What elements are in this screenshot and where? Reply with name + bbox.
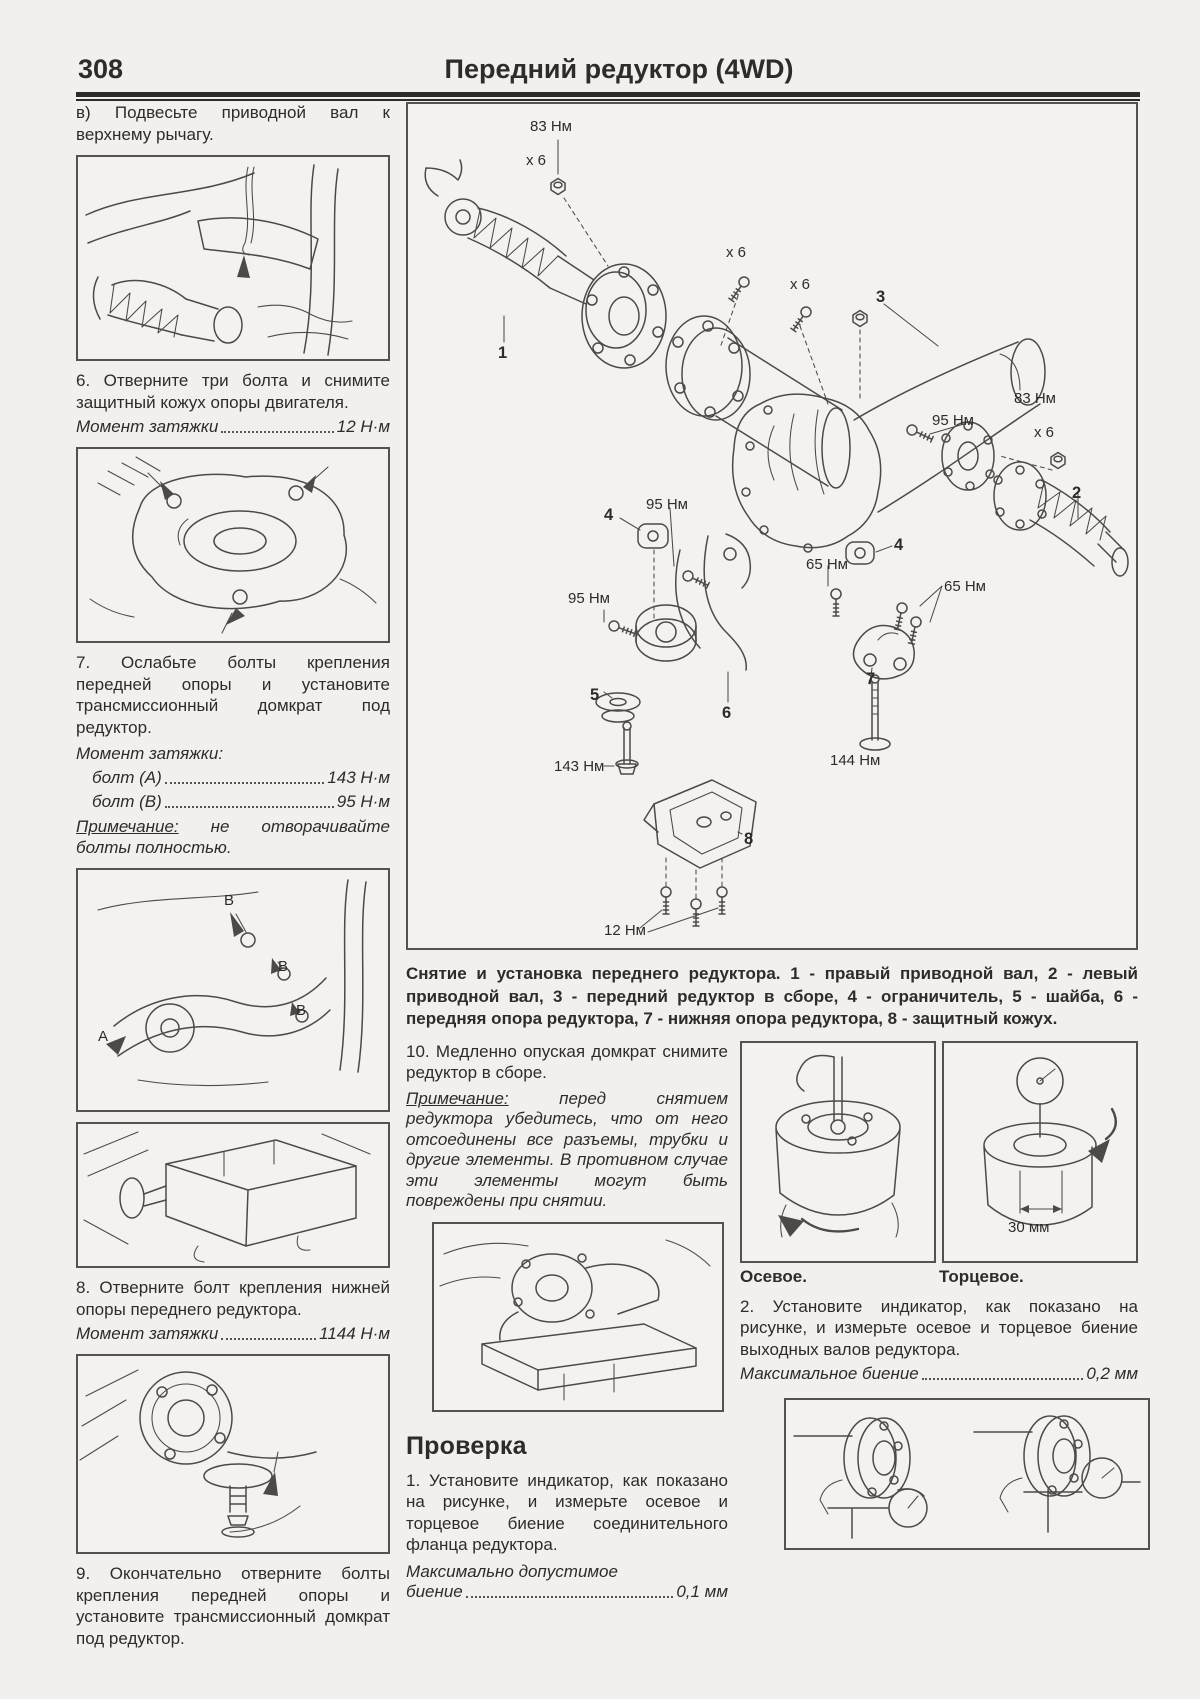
diagram-annotation: 30 мм xyxy=(1008,1218,1050,1236)
left-column: в) Подвесьте приводной вал к верхнему ры… xyxy=(76,102,390,1649)
figure-face-runout: 30 мм xyxy=(942,1040,1138,1263)
figure-output-shaft-runout xyxy=(784,1398,1150,1550)
part-number-label: 4 xyxy=(604,506,614,524)
hang-driveshaft-art xyxy=(85,164,353,356)
exploded-diagram-art xyxy=(424,139,1129,933)
dot-leader xyxy=(164,782,325,784)
step8-text: 8. Отверните болт крепления нижней опоры… xyxy=(76,1278,390,1319)
page-title: Передний редуктор (4WD) xyxy=(444,54,794,84)
transmission-jack-art xyxy=(83,1131,371,1263)
part-number-label: 8 xyxy=(744,830,754,848)
dot-leader xyxy=(221,1338,317,1340)
figure-mount-cover xyxy=(76,447,390,643)
part-number-label: 1 xyxy=(498,344,508,362)
front-mount-art xyxy=(97,879,367,1087)
part-number-label: 5 xyxy=(590,686,600,704)
diagram-annotation: х 6 xyxy=(790,276,811,293)
right-region: 83 Нм х 6 1 х 6 х 6 3 83 Нм х 6 95 Нм 2 95 Нм 4 4 65 … xyxy=(406,102,1150,1602)
runout-labels: Осевое. Торцевое. xyxy=(740,1267,1138,1287)
bottom-columns: 10. Медленно опуская домкрат снимите ред… xyxy=(406,1040,1150,1602)
diagram-annotation: х 6 xyxy=(526,152,547,169)
diagram-annotation: В xyxy=(296,1002,307,1019)
diagram-annotation: 95 Нм xyxy=(932,412,974,429)
diagram-annotation: А xyxy=(98,1028,109,1045)
diagram-annotation: 95 Нм xyxy=(568,590,610,607)
step-v-text: в) Подвесьте приводной вал к верхнему ры… xyxy=(76,103,390,144)
dot-leader xyxy=(164,806,334,808)
note-step7: Примечание: не отворачивайте болты полно… xyxy=(76,817,390,857)
diagram-caption: Снятие и установка переднего редуктора. … xyxy=(406,964,1138,1028)
spec-step8: Момент затяжки 1144 Н·м xyxy=(76,1324,390,1343)
note-step10: Примечание: перед снятием редуктора убед… xyxy=(406,1088,728,1211)
diagram-annotation: В xyxy=(224,892,235,909)
step6-text: 6. Отверните три болта и снимите защитны… xyxy=(76,371,390,412)
spec-check2: Максимальное биение 0,2 мм xyxy=(740,1364,1138,1383)
face-runout-art xyxy=(983,1056,1118,1226)
spec-step7-b: болт (В) 95 Н·м xyxy=(92,792,390,811)
step7-text: 7. Ослабьте болты крепления передней опо… xyxy=(76,653,390,737)
runout-figure-pair: 30 мм xyxy=(740,1040,1138,1263)
figure-exploded-diagram: 83 Нм х 6 1 х 6 х 6 3 83 Нм х 6 95 Нм 2 95 Нм 4 4 65 … xyxy=(406,102,1138,950)
spec-check1: биение 0,1 мм xyxy=(406,1581,728,1601)
dot-leader xyxy=(221,431,334,433)
spec-check1-line1: Максимально допустимое xyxy=(406,1561,618,1581)
check-section-title: Проверка xyxy=(406,1431,527,1460)
dot-leader xyxy=(921,1378,1084,1380)
diagram-annotation: 83 Нм xyxy=(1014,390,1056,407)
part-number-label: 3 xyxy=(876,288,886,306)
diagram-annotation: х 6 xyxy=(1034,424,1055,441)
header-rule xyxy=(76,92,1140,101)
diagram-annotation: 144 Нм xyxy=(830,752,881,769)
diagram-annotation: 65 Нм xyxy=(806,556,848,573)
diagram-annotation: х 6 xyxy=(726,244,747,261)
axial-label: Осевое. xyxy=(740,1266,807,1286)
reducer-on-jack-art xyxy=(439,1238,711,1401)
step2-check-text: 2. Установите индикатор, как показано на… xyxy=(740,1296,1138,1359)
part-number-label: 7 xyxy=(866,670,876,688)
diagram-annotation: 95 Нм xyxy=(646,496,688,513)
lower-mount-bolt-art xyxy=(79,1369,317,1538)
middle-column: 10. Медленно опуская домкрат снимите ред… xyxy=(406,1041,728,1602)
diagram-annotation: 12 Нм xyxy=(604,922,646,939)
check1-text: 1. Установите индикатор, как показано на… xyxy=(406,1470,728,1555)
axial-runout-art xyxy=(775,1054,901,1238)
step9-text: 9. Окончательно отверните болты креплени… xyxy=(76,1564,390,1648)
diagram-annotation: 65 Нм xyxy=(944,578,986,595)
diagram-annotation: 83 Нм xyxy=(530,118,572,135)
figure-transmission-jack xyxy=(76,1122,390,1268)
spec-step7-a: болт (А) 143 Н·м xyxy=(92,768,390,787)
figure-hang-driveshaft xyxy=(76,155,390,361)
part-number-label: 6 xyxy=(722,704,732,722)
part-number-label: 4 xyxy=(894,536,904,554)
figure-lower-mount-bolt xyxy=(76,1354,390,1554)
figure-reducer-on-jack xyxy=(432,1221,724,1412)
diagram-annotation: В xyxy=(278,958,289,975)
output-shaft-runout-art xyxy=(793,1415,1141,1539)
part-number-label: 2 xyxy=(1072,484,1082,502)
diagram-annotation: 143 Нм xyxy=(554,758,605,775)
mount-cover-art xyxy=(89,456,377,634)
figure-axial-runout xyxy=(740,1040,936,1263)
figure-front-mount-bolts: В В В А xyxy=(76,868,390,1112)
spec7-title: Момент затяжки: xyxy=(76,744,224,763)
step10-text: 10. Медленно опуская домкрат снимите ред… xyxy=(406,1041,728,1083)
spec-step6: Момент затяжки 12 Н·м xyxy=(76,417,390,436)
page-number: 308 xyxy=(78,54,124,84)
face-label: Торцевое. xyxy=(939,1266,1024,1286)
dot-leader xyxy=(465,1595,674,1598)
right-column: 30 мм Осевое. Торцевое. 2. Установите ин… xyxy=(740,1040,1150,1550)
